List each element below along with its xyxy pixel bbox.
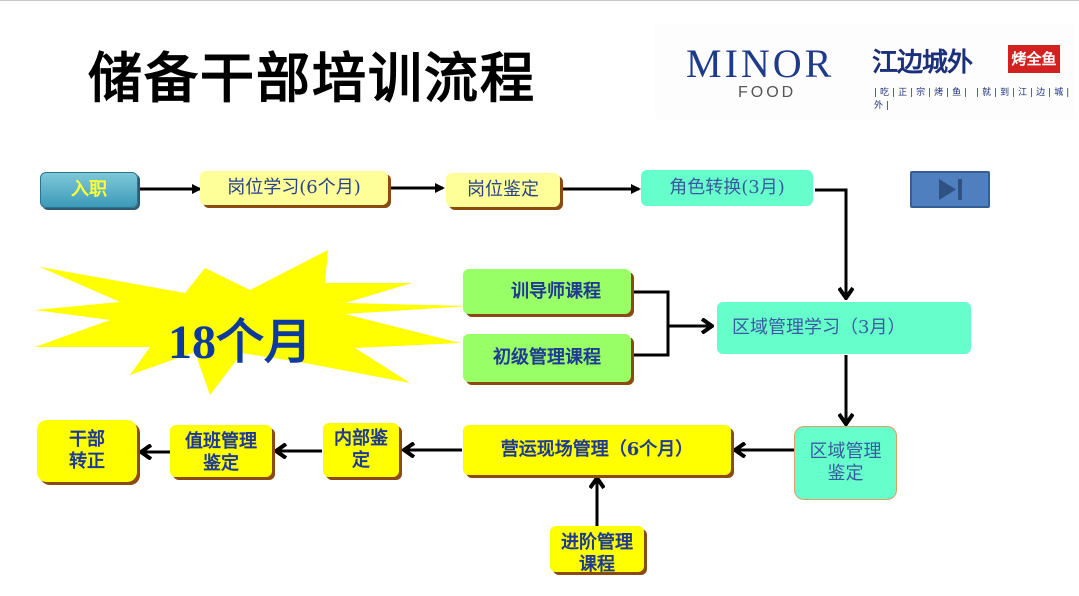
arrow-role-to-area-study bbox=[815, 188, 846, 298]
node-area-mgmt-study: 区域管理学习（3月） bbox=[717, 302, 971, 354]
jiangbian-logo: 江边城外 bbox=[872, 48, 973, 78]
node-internal-assess: 内部鉴定 bbox=[323, 423, 399, 477]
top-border bbox=[0, 0, 1079, 1]
skip-forward-icon bbox=[939, 179, 962, 200]
node-ops-onsite-mgmt: 营运现场管理（6个月） bbox=[463, 425, 731, 475]
minor-logo: MINOR bbox=[686, 41, 835, 86]
node-trainer-course: 训导师课程 bbox=[463, 269, 631, 314]
node-junior-mgmt-course: 初级管理课程 bbox=[463, 334, 631, 382]
node-shift-mgmt-assess: 值班管理鉴定 bbox=[170, 425, 272, 477]
node-post-study: 岗位学习(6个月) bbox=[200, 171, 388, 205]
page-title: 储备干部培训流程 bbox=[88, 47, 536, 110]
node-entry: 入职 bbox=[40, 172, 138, 208]
next-slide-button[interactable] bbox=[910, 171, 990, 208]
starburst-shape bbox=[35, 250, 470, 395]
node-role-transition: 角色转换(3月) bbox=[641, 170, 813, 206]
node-cadre-confirm: 干部转正 bbox=[37, 420, 137, 482]
node-post-assess: 岗位鉴定 bbox=[446, 173, 560, 207]
connector-trainer bbox=[632, 290, 670, 357]
duration-label: 18个月 bbox=[168, 316, 313, 369]
jiangbian-badge: 烤全鱼 bbox=[1008, 45, 1060, 73]
minor-logo-sub: FOOD bbox=[738, 84, 797, 101]
node-advanced-mgmt-course: 进阶管理课程 bbox=[550, 526, 644, 575]
logo-banner bbox=[655, 24, 1075, 119]
node-area-mgmt-assess: 区域管理鉴定 bbox=[794, 426, 897, 500]
jiangbian-slogan: |吃|正|宗|烤|鱼| |就|到|江|边|城|外| bbox=[874, 88, 1073, 111]
